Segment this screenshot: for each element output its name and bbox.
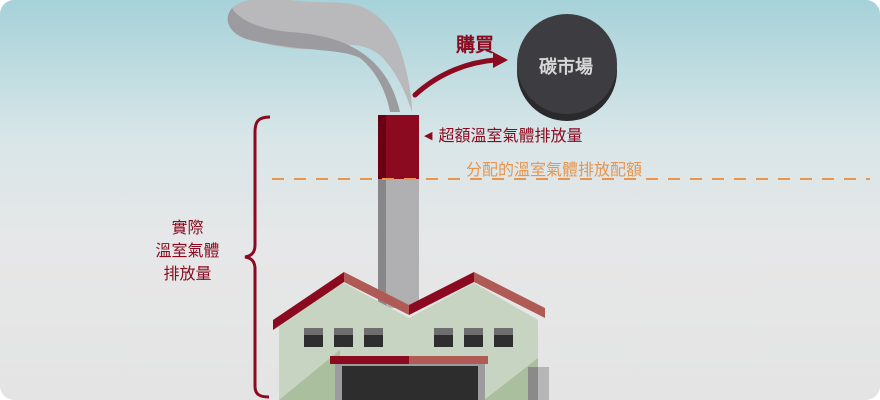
factory-door (342, 366, 478, 400)
actual-emissions-brace (244, 115, 271, 399)
actual-emissions-label: 實際 溫室氣體 排放量 (130, 216, 245, 285)
allocated-allowance-label: 分配的溫室氣體排放配額 (466, 160, 643, 179)
excess-emissions-label: 超額溫室氣體排放量 (438, 126, 583, 145)
chimney (378, 115, 419, 308)
actual-emissions-line-3: 排放量 (163, 264, 212, 283)
actual-emissions-line-2: 溫室氣體 (155, 241, 220, 260)
buy-label: 購買 (456, 34, 495, 56)
carbon-market-label: 碳市場 (539, 57, 593, 78)
carbon-market-circle (517, 14, 617, 121)
pointer-left-icon: ◀ (424, 129, 433, 142)
smoke (227, 0, 412, 112)
actual-emissions-line-1: 實際 (171, 218, 204, 237)
excess-emissions-callout: ◀ 超額溫室氣體排放量 (424, 122, 582, 146)
factory (273, 272, 549, 400)
buy-arrow (412, 52, 508, 98)
